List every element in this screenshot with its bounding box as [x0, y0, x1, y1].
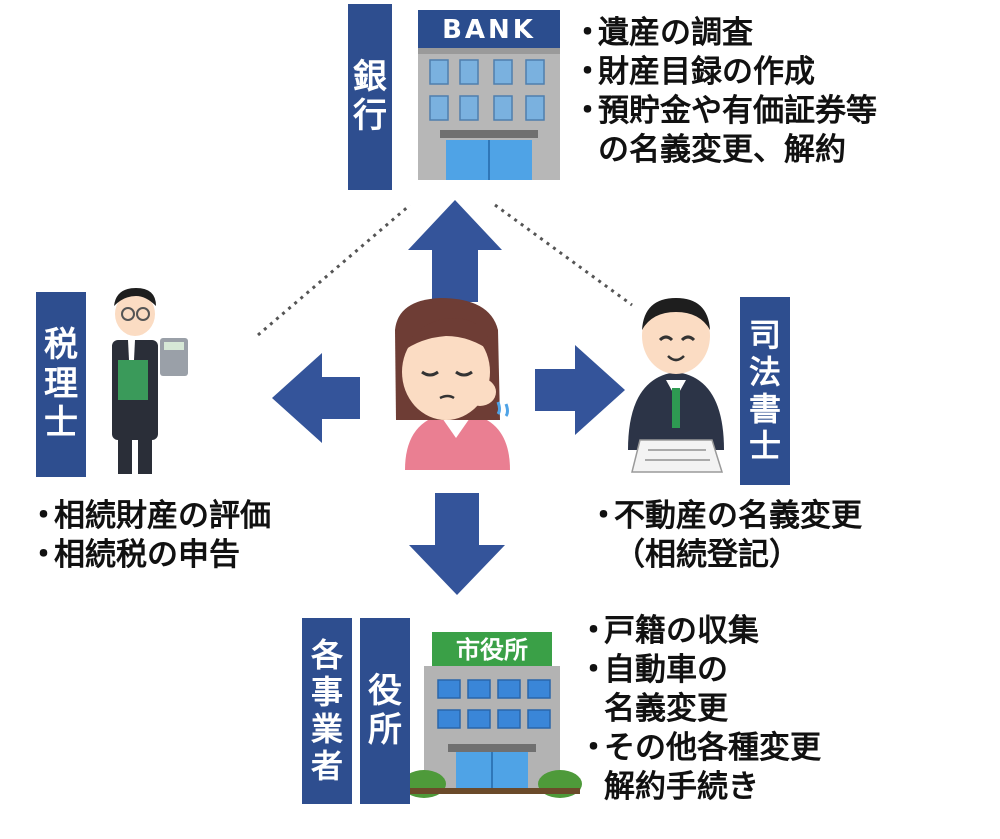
list-item: ・自動車の名義変更: [578, 652, 728, 727]
tax-accountant-icon: [112, 288, 188, 474]
label-char: 各: [310, 636, 343, 675]
list-item: ・不動産の名義変更（相続登記）: [588, 498, 862, 573]
arrow-down: [409, 493, 505, 595]
list-item: ・財産目録の作成: [572, 54, 815, 90]
label-char: 事: [310, 673, 343, 712]
city-office-task-list: ・戸籍の収集 ・自動車の名義変更 ・その他各種変更解約手続き: [578, 612, 821, 807]
label-char: 税: [44, 324, 78, 365]
label-char: 士: [748, 426, 781, 465]
list-item: ・遺産の調査: [572, 15, 753, 51]
worried-woman-icon: [395, 298, 510, 470]
scrivener-task-list: ・不動産の名義変更（相続登記）: [588, 497, 862, 575]
city-hall-sign-text: 市役所: [456, 636, 528, 664]
arrow-left: [272, 353, 360, 443]
label-char: 理: [44, 363, 78, 404]
list-item: ・その他各種変更解約手続き: [578, 730, 821, 805]
scrivener-label: 司 法 書 士: [740, 297, 790, 485]
office-label: 役 所: [360, 618, 410, 804]
bank-label: 銀 行: [348, 4, 392, 190]
list-item: ・相続財産の評価: [28, 498, 271, 534]
tax-accountant-label: 税 理 士: [36, 292, 86, 477]
arrow-up: [408, 200, 502, 302]
dotted-line-right: [494, 203, 633, 307]
bank-sign-text: BANK: [442, 15, 536, 45]
label-char: 法: [748, 353, 781, 392]
tax-accountant-task-list: ・相続財産の評価 ・相続税の申告: [28, 497, 271, 575]
list-item: ・相続税の申告: [28, 537, 240, 573]
bank-task-list: ・遺産の調査 ・財産目録の作成 ・預貯金や有価証券等の名義変更、解約: [572, 14, 877, 170]
label-char: 銀: [353, 56, 387, 97]
label-char: 業: [310, 710, 343, 748]
dotted-line-left: [257, 203, 411, 337]
city-hall-building-icon: [402, 632, 582, 798]
label-char: 書: [748, 390, 781, 428]
judicial-scrivener-icon: [628, 298, 724, 473]
label-char: 所: [368, 710, 402, 750]
label-char: 士: [44, 403, 78, 444]
businesses-label: 各 事 業 者: [302, 618, 352, 804]
label-char: 行: [353, 96, 387, 136]
arrow-right: [535, 345, 625, 435]
bank-building-icon: [418, 10, 560, 180]
label-char: 役: [368, 670, 402, 711]
label-char: 司: [748, 316, 781, 355]
list-item: ・戸籍の収集: [578, 613, 759, 649]
list-item: ・預貯金や有価証券等の名義変更、解約: [572, 93, 877, 168]
label-char: 者: [310, 746, 343, 785]
